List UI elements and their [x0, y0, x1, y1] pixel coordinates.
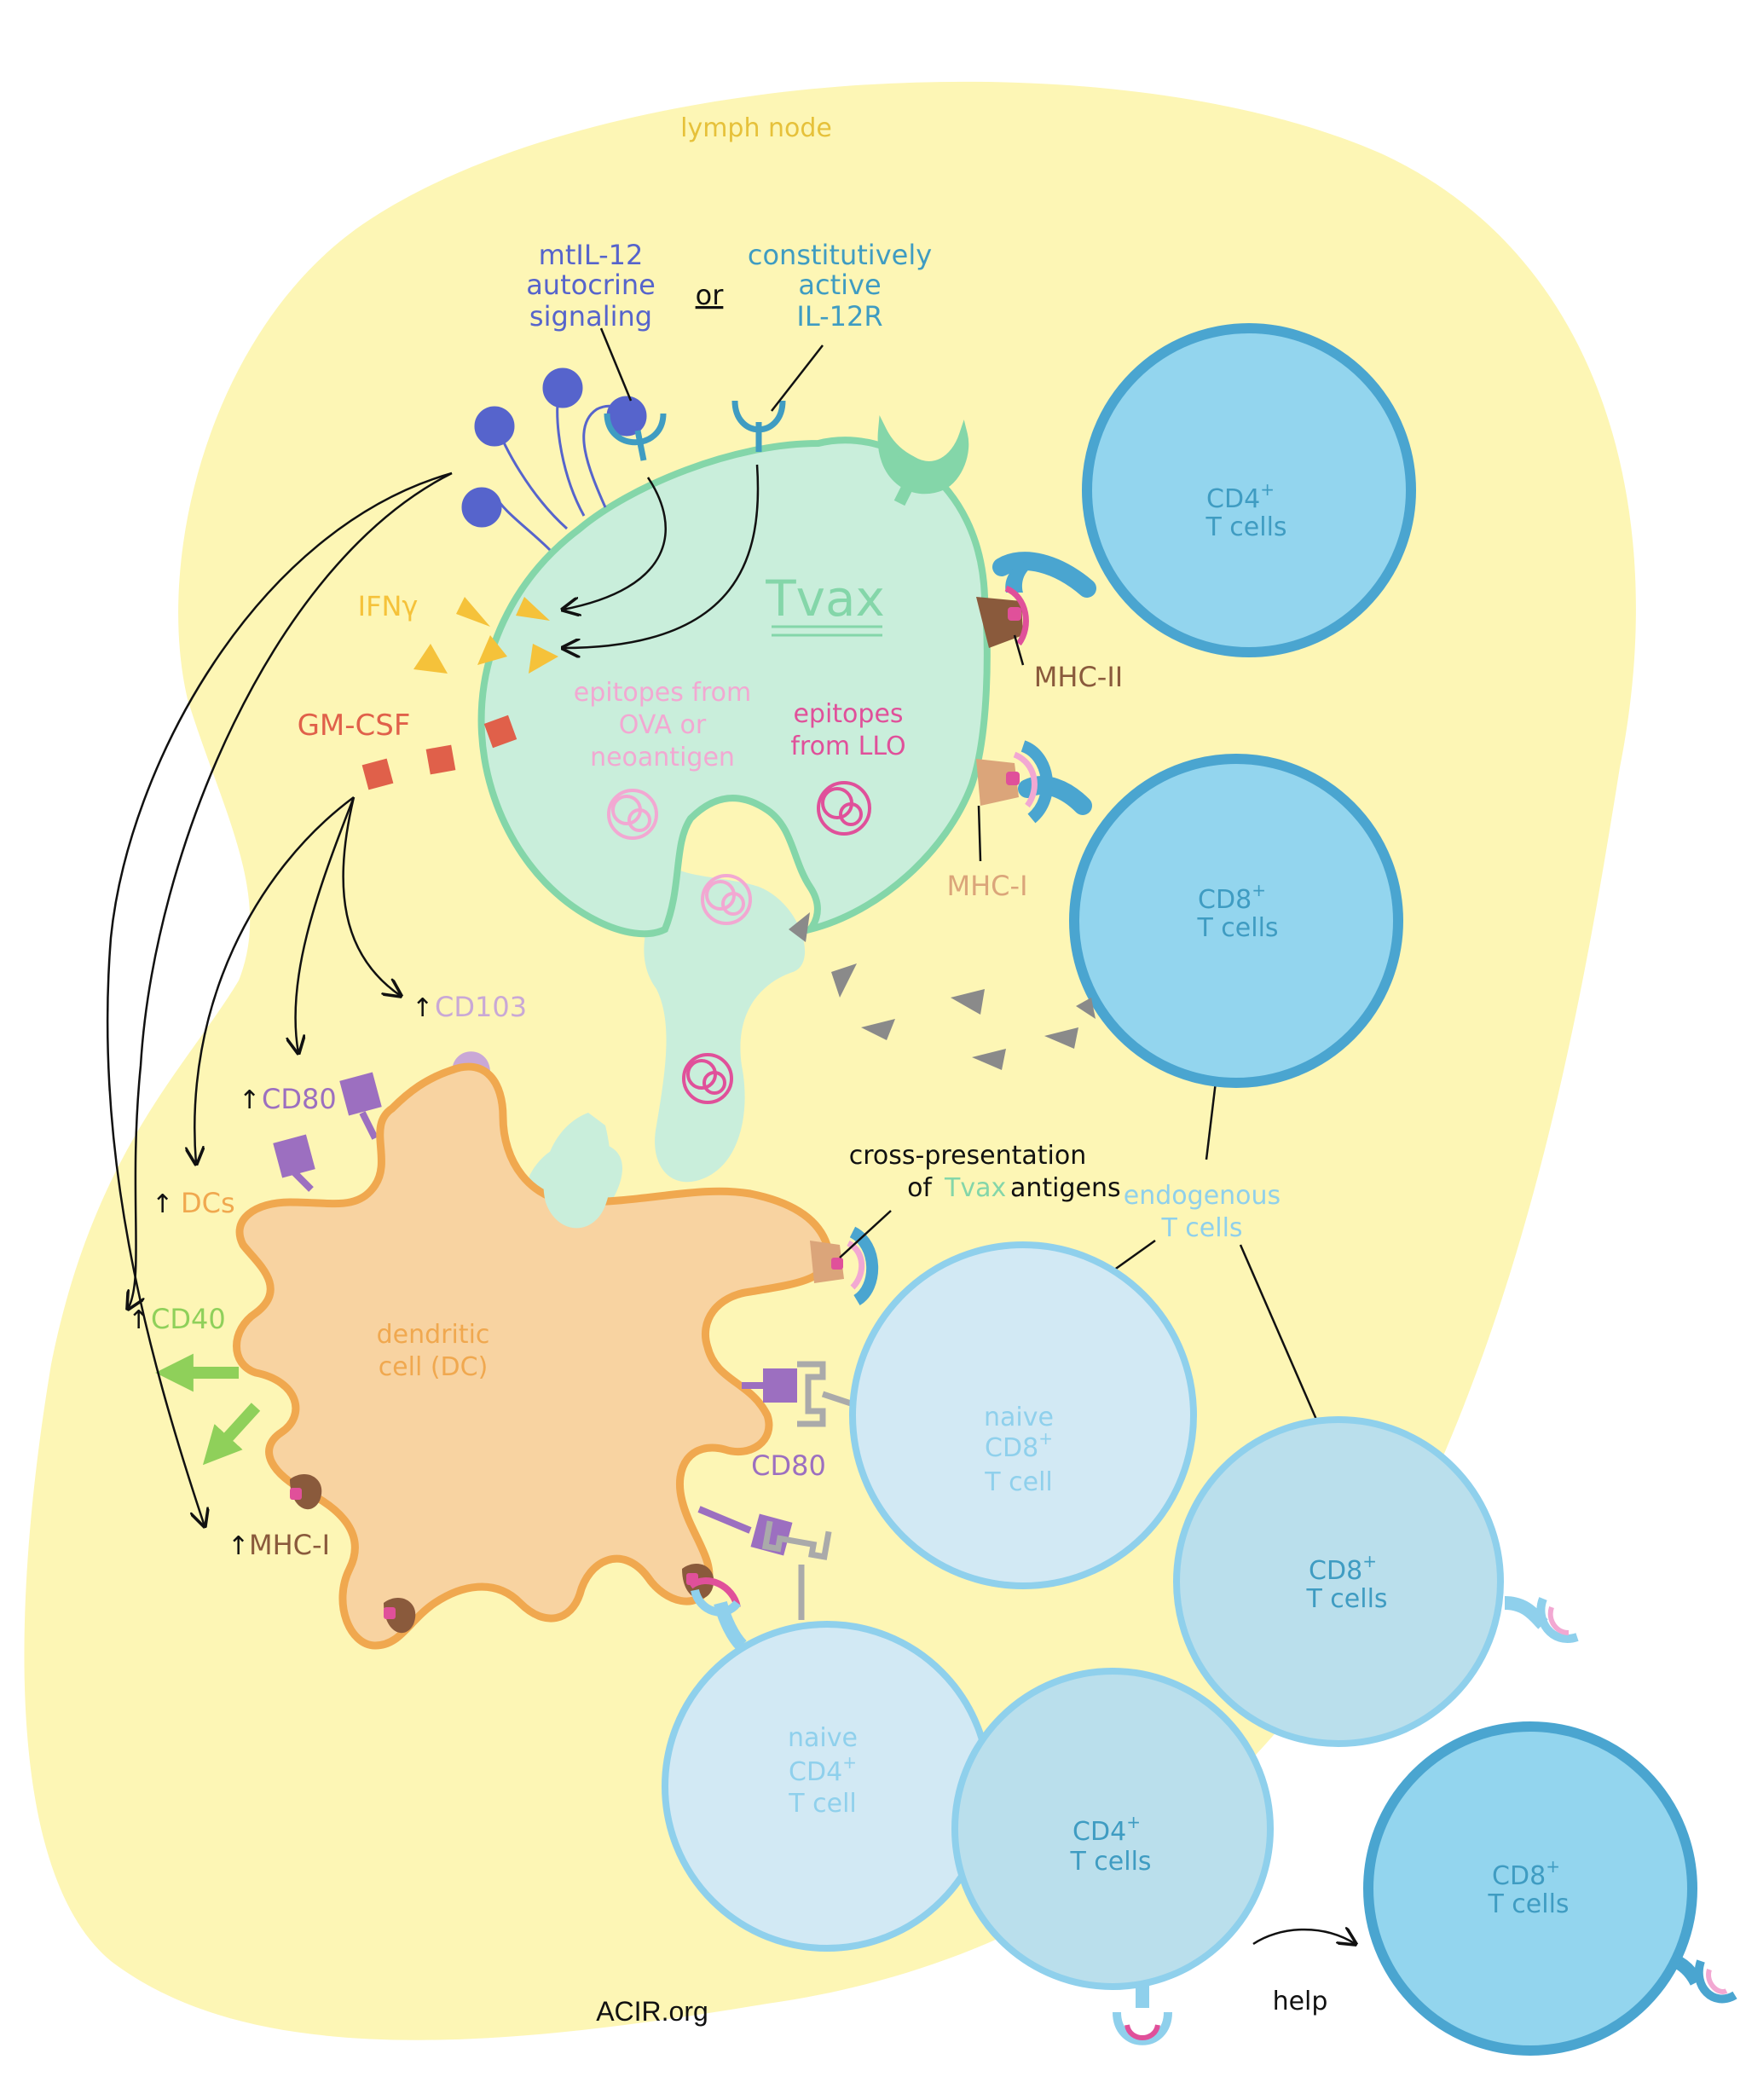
or-label: or [696, 279, 725, 311]
mhc-i-tvax [976, 740, 1054, 824]
mhc-ii-tvax [976, 585, 1029, 648]
cd8-endog-label: CD8+ [1309, 1551, 1377, 1586]
gmcsf-molecules [361, 714, 517, 790]
naive-cd4-line2: CD4+ [789, 1752, 857, 1787]
endogenous-label-line1: endogenous [1124, 1181, 1281, 1211]
mtil12-label-line2: autocrine [526, 269, 656, 301]
mtil12-label-line1: mtIL-12 [539, 239, 644, 271]
cd80-top-up-arrow: ↑ [239, 1085, 260, 1115]
gmcsf-label: GM-CSF [298, 709, 411, 743]
mhc2-leader [1013, 634, 1025, 666]
mtil12-molecules [461, 367, 647, 552]
dendritic-cell [233, 1051, 879, 1650]
naive-cd8-line1: naive [984, 1403, 1054, 1432]
cd8-bottom-label: CD8+ [1492, 1856, 1560, 1891]
naive-cd4-line3: T cell [788, 1789, 856, 1819]
cross-presentation-line1: cross-presentation [849, 1141, 1087, 1171]
ifng-label: IFNγ [358, 590, 419, 622]
cd8-bottom-label-line2: T cells [1487, 1889, 1569, 1919]
naive-cd4-line1: naive [788, 1723, 858, 1753]
cross-presentation-tvax: Tvax [944, 1173, 1006, 1203]
cd8-top-label-line2: T cells [1196, 913, 1278, 943]
cd8-endog-label-line2: T cells [1305, 1584, 1387, 1614]
il12r-label-line1: constitutively [748, 239, 932, 271]
cd4-t-cell-bottom [951, 1668, 1274, 2045]
mhc1-dc-up-arrow: ↑ [228, 1531, 249, 1561]
cd80-receptor-naive-cd4 [761, 1520, 832, 1620]
naive-cd4-t-cell [662, 1588, 992, 1952]
cross-presentation-of: of [907, 1173, 933, 1203]
epitopes-llo-line2: from LLO [790, 732, 905, 761]
cd40-arrow [202, 1403, 261, 1466]
epitopes-llo-line1: epitopes [793, 699, 903, 729]
ifng-molecules [413, 597, 558, 674]
tvax-label: Tvax [765, 570, 885, 628]
cd4-top-label: CD4+ [1206, 479, 1275, 514]
dcs-up-arrow: ↑ [152, 1189, 173, 1219]
tvax-green-receptor [877, 415, 969, 506]
cd103-up-arrow: ↑ [412, 993, 433, 1023]
mhc1-dc-label: MHC-I [249, 1529, 330, 1561]
cd4-top-label-line2: T cells [1205, 512, 1286, 542]
dc-label-line2: cell (DC) [379, 1352, 489, 1382]
epitopes-ova-line2: OVA or [619, 710, 707, 740]
naive-cd8-t-cell [797, 1241, 1197, 1589]
dcs-label: DCs [181, 1187, 235, 1219]
epitopes-ova-line1: epitopes from [574, 678, 751, 708]
cd4-bottom-label: CD4+ [1072, 1812, 1141, 1847]
cross-presentation-antigens: antigens [1010, 1173, 1121, 1203]
endogenous-connector-line [1239, 1244, 1327, 1442]
acir-credit: ACIR.org [596, 1996, 708, 2027]
cd4-t-cell-top [992, 323, 1416, 657]
cd8-top-label: CD8+ [1198, 880, 1266, 915]
cd80-mid-label: CD80 [751, 1449, 826, 1482]
naive-cd8-line3: T cell [984, 1467, 1052, 1497]
il12r-receptor [731, 400, 786, 452]
cd8-t-cell-bottom [1363, 1721, 1737, 2056]
il12r-label-line3: IL-12R [796, 300, 882, 333]
cd40-up-arrow: ↑ [128, 1305, 149, 1335]
pathway-arrows [106, 327, 1356, 1944]
cd8-t-cell-endogenous [1173, 1416, 1579, 1747]
cd8-t-cell-top [1018, 754, 1403, 1088]
mhc1-leader [977, 805, 982, 862]
cd103-label: CD103 [435, 991, 527, 1023]
cd40-label: CD40 [151, 1303, 226, 1335]
mhc2-label: MHC-II [1034, 661, 1123, 693]
help-label: help [1273, 1987, 1328, 2016]
cd4-bottom-label-line2: T cells [1069, 1847, 1151, 1877]
mhc1-label: MHC-I [947, 870, 1028, 902]
cd80-top-label: CD80 [262, 1083, 337, 1115]
il12r-label-line2: active [798, 269, 881, 301]
mtil12-label-line3: signaling [529, 300, 652, 333]
mtil12-receptor [604, 413, 667, 461]
lymph-node-label: lymph node [680, 113, 832, 143]
endogenous-label-line2: T cells [1160, 1213, 1242, 1243]
naive-cd8-line2: CD8+ [985, 1428, 1053, 1463]
epitopes-ova-line3: neoantigen [590, 743, 735, 772]
dc-label-line1: dendritic [377, 1320, 490, 1350]
cytotoxic-granules [789, 912, 1096, 1070]
